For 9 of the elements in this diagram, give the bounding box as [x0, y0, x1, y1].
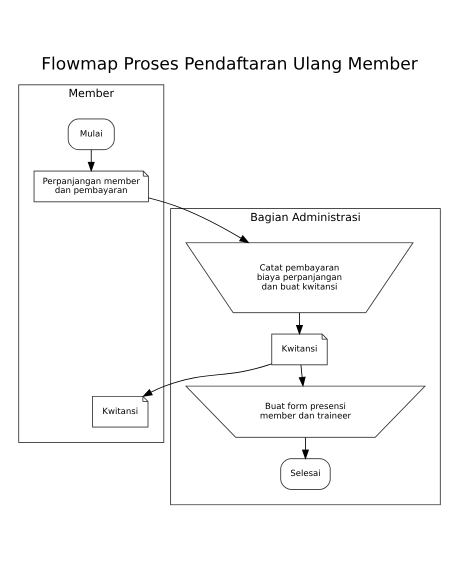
node-box: Mulai: [68, 118, 115, 150]
node-box: Selesai: [280, 458, 331, 490]
diagram-title: Flowmap Proses Pendaftaran Ulang Member: [41, 54, 418, 74]
arrow: [296, 312, 304, 336]
arrow: [302, 437, 310, 460]
arrow: [148, 197, 250, 244]
arrow: [142, 363, 272, 397]
arrow: [88, 149, 95, 172]
arrow: [298, 364, 306, 388]
